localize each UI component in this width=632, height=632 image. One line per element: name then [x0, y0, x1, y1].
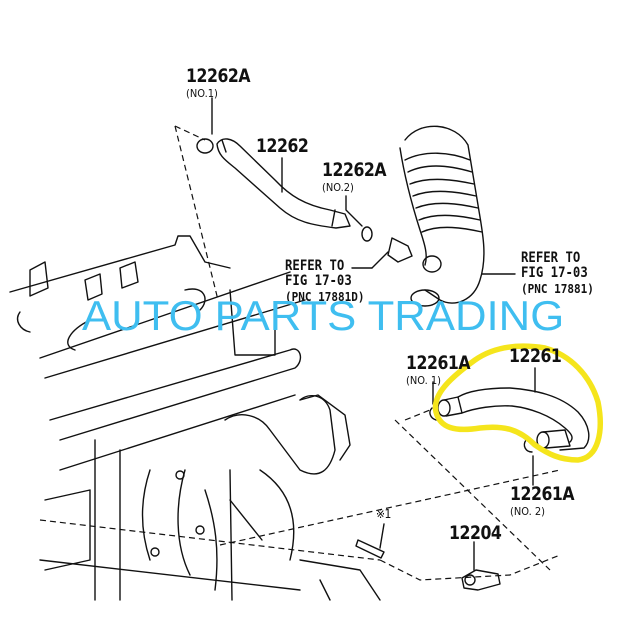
part-number: 12261A — [510, 483, 575, 505]
air-intake-hose-drawing — [351, 125, 516, 307]
callout-12261a-no1: 12261A (NO. 1) — [406, 352, 476, 387]
part-number: 12262 — [256, 135, 309, 157]
reference-line-1: REFER TO — [521, 250, 581, 266]
part-sub-label: (NO.2) — [322, 181, 354, 194]
callout-note-1: ※1 — [376, 508, 391, 520]
reference-line-3: (PNC 17881) — [521, 281, 594, 296]
reference-line-1: REFER TO — [285, 258, 345, 274]
part-sub-label: (NO. 1) — [406, 374, 442, 387]
hose-12261-drawing — [429, 387, 590, 453]
reference-line-2: FIG 17-03 — [521, 265, 588, 281]
part-number: 12261A — [406, 352, 471, 374]
leader-lines — [211, 97, 536, 571]
small-parts-drawing — [355, 539, 501, 591]
reference-line-3: (PNC 17881D) — [285, 289, 365, 304]
reference-fig-17-03-pnc-17881: REFER TO FIG 17-03 (PNC 17881) — [521, 250, 594, 297]
watermark-text: AUTO PARTS TRADING — [82, 292, 565, 339]
part-number: 12261 — [509, 345, 562, 367]
hose-12262-drawing — [196, 138, 373, 242]
callout-12261a-no2: 12261A (NO. 2) — [510, 483, 580, 518]
part-sub-label: (NO. 2) — [510, 505, 546, 518]
callout-12262a-no2: 12262A (NO.2) — [322, 159, 392, 194]
highlight-outline — [432, 343, 603, 463]
callout-12262a-no1: 12262A (NO.1) — [186, 65, 256, 100]
reference-fig-17-03-pnc-17881d: REFER TO FIG 17-03 (PNC 17881D) — [285, 258, 365, 305]
part-number: 12204 — [449, 522, 502, 544]
engine-block-drawing — [9, 235, 381, 601]
callout-12261: 12261 — [509, 347, 566, 366]
callout-12204: 12204 — [449, 524, 506, 543]
note-mark: ※1 — [376, 507, 391, 521]
part-sub-label: (NO.1) — [186, 87, 218, 100]
part-number: 12262A — [186, 65, 251, 87]
reference-line-2: FIG 17-03 — [285, 273, 352, 289]
part-number: 12262A — [322, 159, 387, 181]
assembly-guide-lines — [39, 125, 561, 581]
callout-12262: 12262 — [256, 137, 313, 156]
